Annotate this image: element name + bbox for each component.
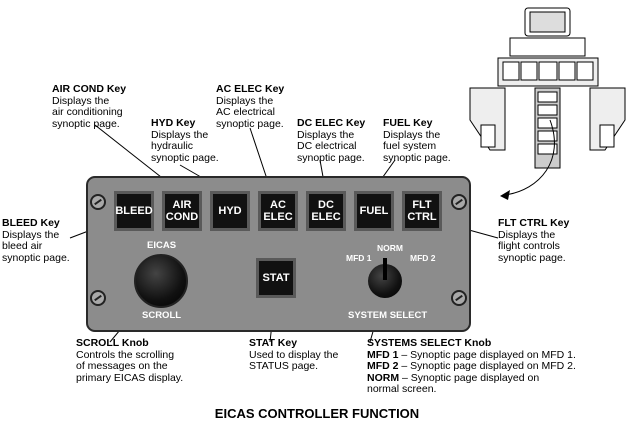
cockpit-illustration <box>469 7 626 169</box>
callout-line: fuel system <box>383 140 437 152</box>
callout-line: Displays the <box>2 228 60 241</box>
callout-line: Displays the <box>383 128 441 141</box>
system-select-label: SYSTEM SELECT <box>348 310 428 321</box>
callout-line: Displays the <box>52 94 110 107</box>
callout-scroll: SCROLL Knob Controls the scrolling of me… <box>76 337 184 384</box>
callout-title: AIR COND Key <box>52 83 127 95</box>
callout-dc-elec: DC ELEC Key Displays the DC electrical s… <box>297 117 366 164</box>
callout-line: MFD 2 – Synoptic page displayed on MFD 2… <box>367 360 576 373</box>
callout-flt-ctrl: FLT CTRL Key Displays the flight control… <box>498 217 570 264</box>
callout-title: AC ELEC Key <box>216 83 285 95</box>
callout-title: STAT Key <box>249 337 298 349</box>
callout-line: Used to display the <box>249 348 339 361</box>
fuel-key[interactable]: FUEL <box>354 191 394 231</box>
callout-line: synoptic page. <box>498 251 566 264</box>
item-text: – Synoptic page displayed on MFD 2. <box>398 360 576 372</box>
callout-line: MFD 1 – Synoptic page displayed on MFD 1… <box>367 348 576 362</box>
callout-line: synoptic page. <box>2 251 70 264</box>
callout-line: synoptic page. <box>216 117 284 130</box>
stat-key[interactable]: STAT <box>256 258 296 298</box>
callout-line: air conditioning <box>52 106 123 118</box>
eicas-label: EICAS <box>147 240 177 251</box>
ac-elec-key[interactable]: AC ELEC <box>258 191 298 231</box>
callout-title: HYD Key <box>151 117 196 129</box>
scroll-label: SCROLL <box>142 310 182 321</box>
page-title: EICAS CONTROLLER FUNCTION <box>214 406 420 421</box>
mfd2-label: MFD 2 <box>410 253 436 263</box>
callout-title: DC ELEC Key <box>297 117 366 129</box>
knob-pointer <box>383 258 387 280</box>
callout-line: DC electrical <box>297 140 357 152</box>
callout-line: synoptic page. <box>297 151 365 164</box>
callout-line: synoptic page. <box>52 117 120 130</box>
scroll-knob[interactable] <box>134 254 188 308</box>
callout-line: Displays the <box>297 128 355 141</box>
dc-elec-key[interactable]: DC ELEC <box>306 191 346 231</box>
callout-line: AC electrical <box>216 106 275 118</box>
callout-bleed: BLEED Key Displays the bleed air synopti… <box>2 217 70 264</box>
screw-icon <box>451 194 467 210</box>
callout-title: FLT CTRL Key <box>498 217 570 229</box>
callout-title: SYSTEMS SELECT Knob <box>367 337 492 349</box>
callout-line: NORM – Synoptic page displayed on <box>367 371 576 385</box>
pointer-arrow <box>504 119 555 196</box>
callout-hyd: HYD Key Displays the hydraulic synoptic … <box>151 117 219 164</box>
callout-ac-elec: AC ELEC Key Displays the AC electrical s… <box>216 83 285 130</box>
screw-icon <box>90 290 106 306</box>
callout-line: Displays the <box>151 128 209 141</box>
callout-line: Displays the <box>498 228 556 241</box>
item-text: – Synoptic page displayed on MFD 1. <box>398 348 576 361</box>
item-key: NORM <box>367 371 400 384</box>
callout-line: STATUS page. <box>249 360 319 372</box>
callout-line: normal screen. <box>367 383 437 395</box>
callout-line: Controls the scrolling <box>76 348 175 361</box>
screw-icon <box>451 290 467 306</box>
callout-title: FUEL Key <box>383 117 433 129</box>
item-key: MFD 2 <box>367 360 399 372</box>
callout-stat: STAT Key Used to display the STATUS page… <box>249 337 339 373</box>
callout-line: of messages on the <box>76 360 168 372</box>
item-key: MFD 1 <box>367 348 399 361</box>
callout-line: synoptic page. <box>383 151 451 164</box>
mfd1-label: MFD 1 <box>346 253 372 263</box>
norm-label: NORM <box>377 243 403 253</box>
callout-line: hydraulic <box>151 140 194 152</box>
callout-air-cond: AIR COND Key Displays the air conditioni… <box>52 83 127 130</box>
callout-line: Displays the <box>216 94 274 107</box>
callout-title: SCROLL Knob <box>76 337 149 349</box>
item-text: – Synoptic page displayed on <box>399 371 540 384</box>
callout-line: flight controls <box>498 240 560 252</box>
air-cond-key[interactable]: AIR COND <box>162 191 202 231</box>
hyd-key[interactable]: HYD <box>210 191 250 231</box>
callout-line: primary EICAS display. <box>76 371 184 384</box>
callout-title: BLEED Key <box>2 217 60 229</box>
flt-ctrl-key[interactable]: FLT CTRL <box>402 191 442 231</box>
callout-fuel: FUEL Key Displays the fuel system synopt… <box>383 117 451 164</box>
callout-line: synoptic page. <box>151 151 219 164</box>
screw-icon <box>90 194 106 210</box>
callout-line: bleed air <box>2 240 43 252</box>
bleed-key[interactable]: BLEED <box>114 191 154 231</box>
callout-systems-select: SYSTEMS SELECT Knob MFD 1 – Synoptic pag… <box>367 337 576 396</box>
